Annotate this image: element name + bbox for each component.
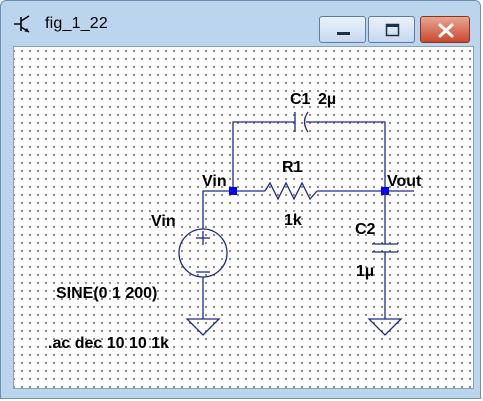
schematic-canvas[interactable]: C1 2µ R1 1k Vin Vout Vin	[13, 46, 474, 389]
source-label: Vin	[151, 213, 176, 230]
source-ground-icon	[185, 318, 221, 336]
window-title: fig_1_22	[45, 15, 108, 32]
c2-value: 1µ	[356, 263, 374, 280]
minimize-button[interactable]	[319, 16, 366, 43]
maximize-button[interactable]	[368, 16, 415, 43]
circuit-diagram: C1 2µ R1 1k Vin Vout Vin	[48, 91, 422, 352]
r1-value: 1k	[284, 212, 302, 229]
c2-ground-icon	[367, 318, 403, 336]
source-spec-text[interactable]: SINE(0 1 200)	[56, 285, 157, 302]
minimize-icon	[337, 32, 350, 35]
c1-wire-right[interactable]	[306, 121, 386, 191]
vin-node-label: Vin	[202, 173, 227, 190]
c2-capacitor-symbol[interactable]	[372, 243, 398, 253]
r1-label: R1	[282, 159, 303, 176]
c1-wire-left[interactable]	[232, 121, 295, 191]
c1-value: 2µ	[318, 91, 336, 108]
voltage-source-symbol[interactable]	[178, 228, 228, 278]
ac-directive-text[interactable]: .ac dec 10 10 1k	[48, 335, 169, 352]
source-top-wire[interactable]	[202, 190, 233, 229]
vout-node-label: Vout	[387, 173, 422, 190]
schematic-app-icon	[14, 15, 30, 33]
close-icon	[438, 23, 454, 38]
r1-resistor-symbol[interactable]	[264, 181, 318, 201]
title-bar[interactable]: fig_1_22	[1, 1, 480, 45]
c2-label: C2	[355, 221, 376, 238]
close-button[interactable]	[420, 16, 470, 43]
c1-label: C1	[290, 91, 311, 108]
maximize-icon	[385, 23, 400, 37]
c1-capacitor-symbol[interactable]	[294, 111, 309, 133]
